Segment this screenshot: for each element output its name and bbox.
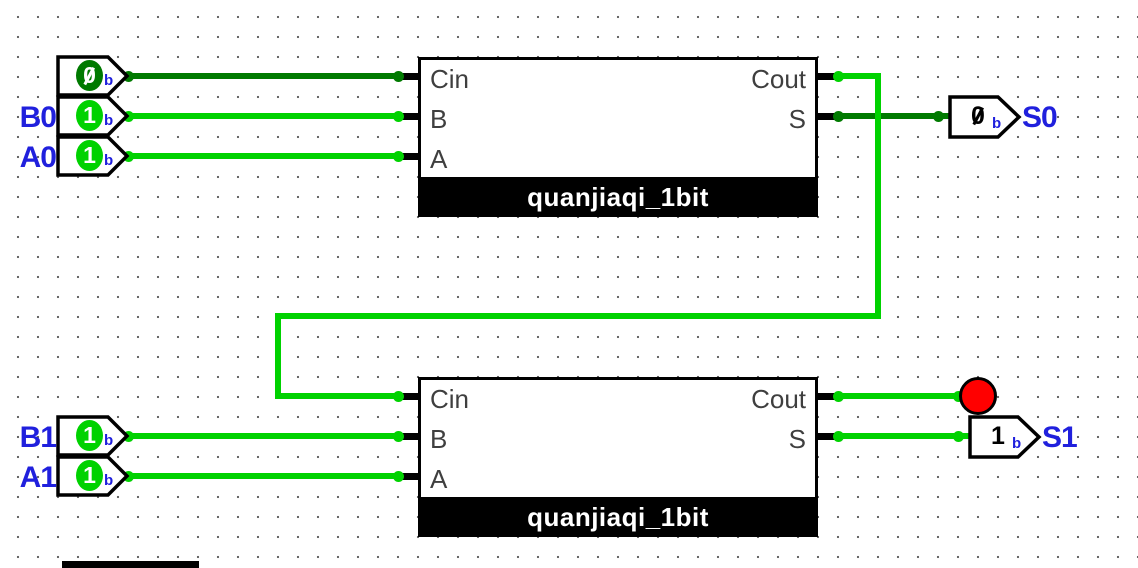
pin-stub[interactable] [394,112,422,120]
pin-value: 1 [83,142,96,168]
wire-junction-dot [832,110,844,122]
window-edge-artifact [62,561,199,568]
wire-junction-dot [832,70,844,82]
wire-segment[interactable] [125,153,401,159]
base-suffix: b [1012,435,1022,452]
input-label-a0: A0 [19,141,57,174]
pin-value-oval: 1 [76,100,103,131]
pin-label-s: S [788,424,806,454]
base-suffix: b [104,112,114,129]
wire-junction-dot [392,150,404,162]
output-label-s1: S1 [1042,421,1078,454]
pin-value: 0 [83,60,96,91]
pin-label-cin: Cin [430,384,470,414]
wire-segment[interactable] [835,433,973,439]
pin-stub[interactable] [394,472,422,480]
pin-value: 1 [83,422,96,448]
wire-segment[interactable] [125,433,401,439]
input-pin-b1[interactable]: 1 b [56,415,130,457]
wire-segment[interactable] [875,73,881,319]
base-suffix: b [104,152,114,169]
input-pin-a0[interactable]: 1 b [56,135,130,177]
pin-stub[interactable] [814,112,842,120]
base-suffix: b [104,432,114,449]
pin-value-oval: 0 [76,60,103,91]
input-pin-b0[interactable]: 1 b [56,95,130,137]
wire-junction-dot [952,430,964,442]
pin-value: 1 [83,462,96,488]
component-title: quanjiaqi_1bit [418,497,818,537]
base-suffix: b [104,472,114,489]
pin-label-cout: Cout [751,64,806,94]
pin-value-wrap: 1 [984,421,1012,451]
component-quanjiaqi-1bit-bottom[interactable]: Cin B A Cout S quanjiaqi_1bit [418,377,818,537]
output-pin-s1[interactable]: 1 b [968,415,1042,459]
component-quanjiaqi-1bit-top[interactable]: Cin B A Cout S quanjiaqi_1bit [418,57,818,217]
wire-segment[interactable] [275,393,401,399]
pin-label-cout: Cout [751,384,806,414]
base-suffix: b [104,72,114,89]
input-label-b0: B0 [19,101,57,134]
wire-junction-dot [832,430,844,442]
wire-junction-dot [392,470,404,482]
wire-junction-dot [392,110,404,122]
wire-junction-dot [392,390,404,402]
pin-value: 0 [971,102,985,130]
output-label-s0: S0 [1022,101,1058,134]
pin-value: 1 [83,102,96,128]
wire-junction-dot [392,70,404,82]
pin-label-a: A [430,144,448,174]
pin-label-b: B [430,424,448,454]
output-pin-shape [968,415,1042,459]
pin-stub[interactable] [394,392,422,400]
wire-segment[interactable] [275,313,881,319]
led-indicator[interactable] [959,377,997,415]
pin-label-b: B [430,104,448,134]
wire-junction-dot [932,110,944,122]
pin-stub[interactable] [814,392,842,400]
pin-stub[interactable] [394,152,422,160]
output-pin-s0[interactable]: 0 b [948,95,1022,139]
pin-label-s: S [788,104,806,134]
input-pin-cin0[interactable]: 0 b [56,55,130,97]
wire-segment[interactable] [835,393,963,399]
input-label-b1: B1 [19,421,57,454]
base-suffix: b [992,115,1002,132]
wire-segment[interactable] [125,473,401,479]
wire-segment[interactable] [125,113,401,119]
input-label-a1: A1 [19,461,57,494]
component-title: quanjiaqi_1bit [418,177,818,217]
pin-value-wrap: 0 [964,101,992,131]
wire-segment[interactable] [275,313,281,399]
pin-stub[interactable] [394,432,422,440]
wire-junction-dot [392,430,404,442]
wire-junction-dot [952,390,964,402]
input-pin-a1[interactable]: 1 b [56,455,130,497]
pin-stub[interactable] [394,72,422,80]
pin-stub[interactable] [814,72,842,80]
wire-segment[interactable] [835,73,881,79]
wire-segment[interactable] [835,113,953,119]
pin-label-a: A [430,464,448,494]
pin-stub[interactable] [814,432,842,440]
wire-segment[interactable] [125,73,401,79]
pin-value-oval: 1 [76,460,103,491]
pin-label-cin: Cin [430,64,470,94]
pin-value-oval: 1 [76,420,103,451]
pin-value-oval: 1 [76,140,103,171]
wire-junction-dot [832,390,844,402]
pin-value: 1 [991,422,1005,450]
